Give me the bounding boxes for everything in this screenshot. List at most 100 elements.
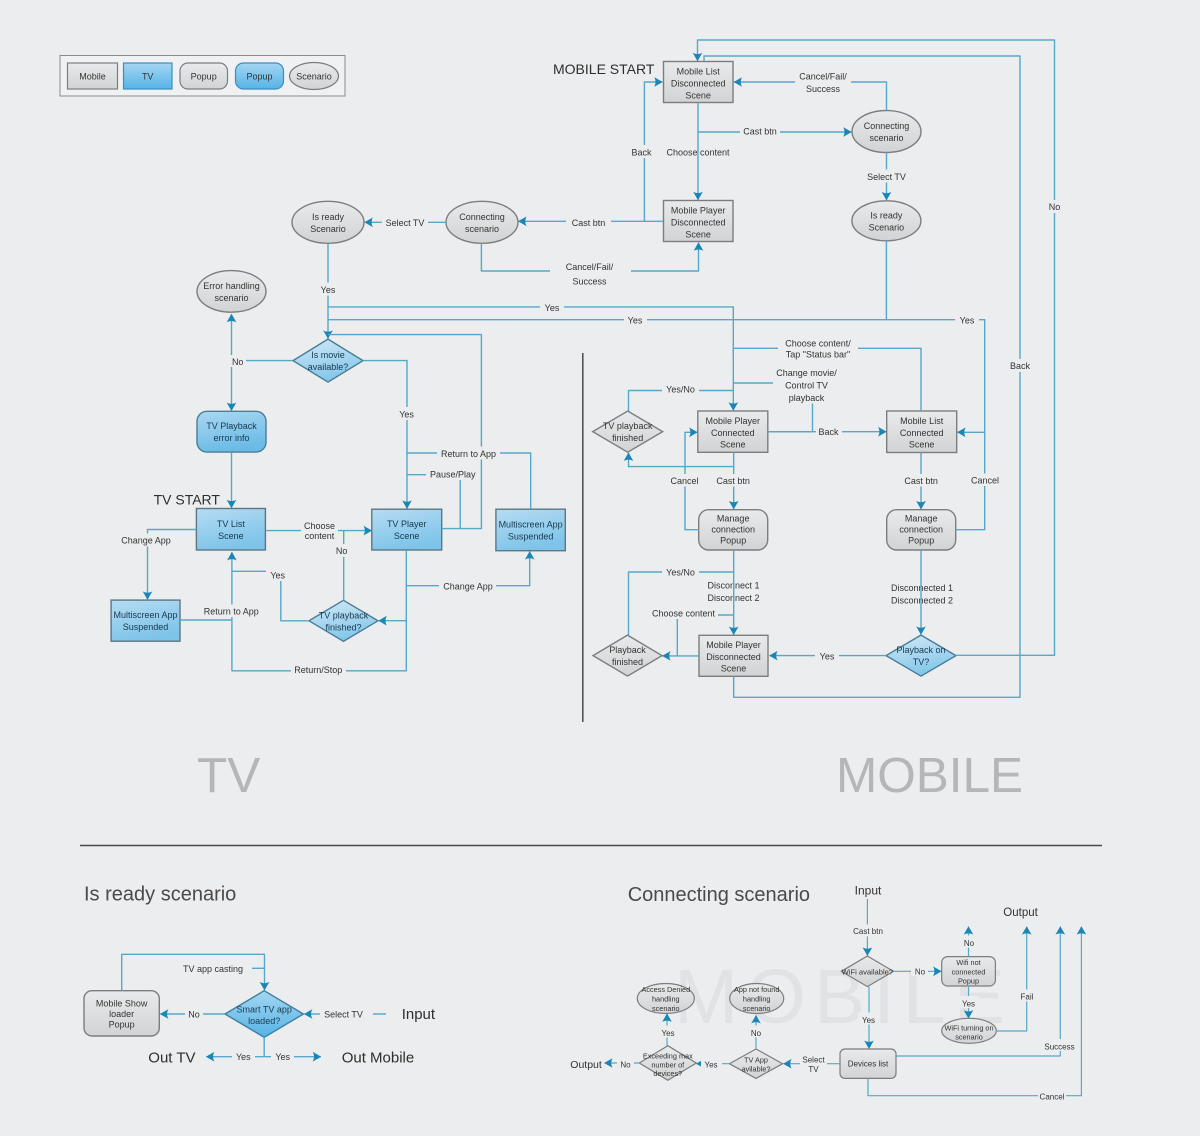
svg-text:No: No: [232, 357, 244, 367]
svg-text:TV app casting: TV app casting: [183, 964, 243, 974]
svg-text:Cancel: Cancel: [971, 476, 999, 486]
svg-text:Tap "Status bar": Tap "Status bar": [786, 350, 850, 360]
svg-text:Success: Success: [1044, 1042, 1074, 1051]
svg-text:Yes: Yes: [545, 303, 560, 313]
svg-text:Yes: Yes: [704, 1061, 717, 1070]
svg-text:Change App: Change App: [443, 581, 493, 591]
svg-text:Pause/Play: Pause/Play: [430, 469, 476, 479]
svg-text:Choose content: Choose content: [666, 147, 730, 157]
svg-text:Output: Output: [570, 1059, 602, 1071]
svg-text:Popup: Popup: [191, 72, 217, 82]
svg-text:MOBILE START: MOBILE START: [553, 61, 655, 77]
svg-text:Out Mobile: Out Mobile: [342, 1050, 415, 1067]
svg-text:Yes: Yes: [820, 651, 835, 661]
svg-text:Yes: Yes: [628, 316, 643, 326]
svg-text:No: No: [1049, 202, 1061, 212]
svg-text:Cast btn: Cast btn: [572, 218, 606, 228]
svg-text:Devices list: Devices list: [848, 1060, 889, 1069]
svg-text:Yes: Yes: [270, 571, 285, 581]
svg-text:Yes: Yes: [321, 285, 336, 295]
svg-text:Input: Input: [855, 884, 882, 898]
svg-text:Cancel/Fail/: Cancel/Fail/: [566, 262, 614, 272]
svg-text:Yes: Yes: [275, 1052, 290, 1062]
svg-text:No: No: [336, 546, 348, 556]
svg-text:playback: playback: [789, 393, 825, 403]
svg-text:Cast btn: Cast btn: [904, 476, 938, 486]
svg-text:content: content: [305, 531, 335, 541]
svg-text:Select TV: Select TV: [324, 1009, 363, 1019]
svg-text:No: No: [964, 939, 975, 948]
svg-text:Scenario: Scenario: [296, 72, 332, 82]
svg-text:Return to App: Return to App: [441, 449, 496, 459]
svg-text:Cast btn: Cast btn: [743, 126, 777, 136]
svg-text:Yes/No: Yes/No: [666, 568, 695, 578]
svg-text:Yes: Yes: [399, 409, 414, 419]
svg-text:No: No: [915, 968, 926, 977]
svg-text:Popup: Popup: [246, 72, 272, 82]
svg-text:Cast btn: Cast btn: [716, 476, 750, 486]
svg-text:Select TV: Select TV: [867, 172, 906, 182]
svg-text:Connecting scenario: Connecting scenario: [628, 884, 810, 906]
svg-text:No: No: [188, 1009, 200, 1019]
svg-text:Choose content/: Choose content/: [785, 339, 851, 349]
svg-text:Cancel: Cancel: [1040, 1092, 1065, 1101]
svg-text:Out TV: Out TV: [148, 1050, 195, 1067]
svg-text:MOBILE: MOBILE: [836, 748, 1023, 803]
svg-text:Mobile: Mobile: [79, 72, 106, 82]
svg-text:Yes: Yes: [236, 1052, 251, 1062]
svg-text:Choose: Choose: [304, 521, 335, 531]
svg-text:Yes: Yes: [862, 1016, 875, 1025]
svg-text:Is ready scenario: Is ready scenario: [84, 884, 236, 906]
svg-text:Yes: Yes: [960, 316, 975, 326]
svg-text:Cast btn: Cast btn: [853, 927, 883, 936]
svg-text:Back: Back: [631, 147, 652, 157]
svg-text:Yes: Yes: [661, 1029, 674, 1038]
svg-text:Output: Output: [1003, 907, 1038, 919]
svg-text:Change App: Change App: [121, 536, 171, 546]
svg-text:Input: Input: [402, 1006, 436, 1023]
svg-text:Back: Back: [818, 427, 839, 437]
svg-text:Return/Stop: Return/Stop: [294, 665, 342, 675]
svg-text:Control TV: Control TV: [785, 380, 828, 390]
svg-text:Return to App: Return to App: [204, 606, 259, 616]
svg-text:Fail: Fail: [1021, 993, 1034, 1002]
svg-text:TV START: TV START: [154, 492, 221, 508]
svg-text:Yes/No: Yes/No: [666, 385, 695, 395]
svg-text:Change movie/: Change movie/: [776, 368, 837, 378]
svg-text:Back: Back: [1010, 361, 1031, 371]
svg-text:TV: TV: [197, 748, 260, 803]
svg-text:Select TV: Select TV: [386, 218, 425, 228]
svg-text:Cancel: Cancel: [670, 476, 698, 486]
svg-text:Success: Success: [806, 84, 841, 94]
